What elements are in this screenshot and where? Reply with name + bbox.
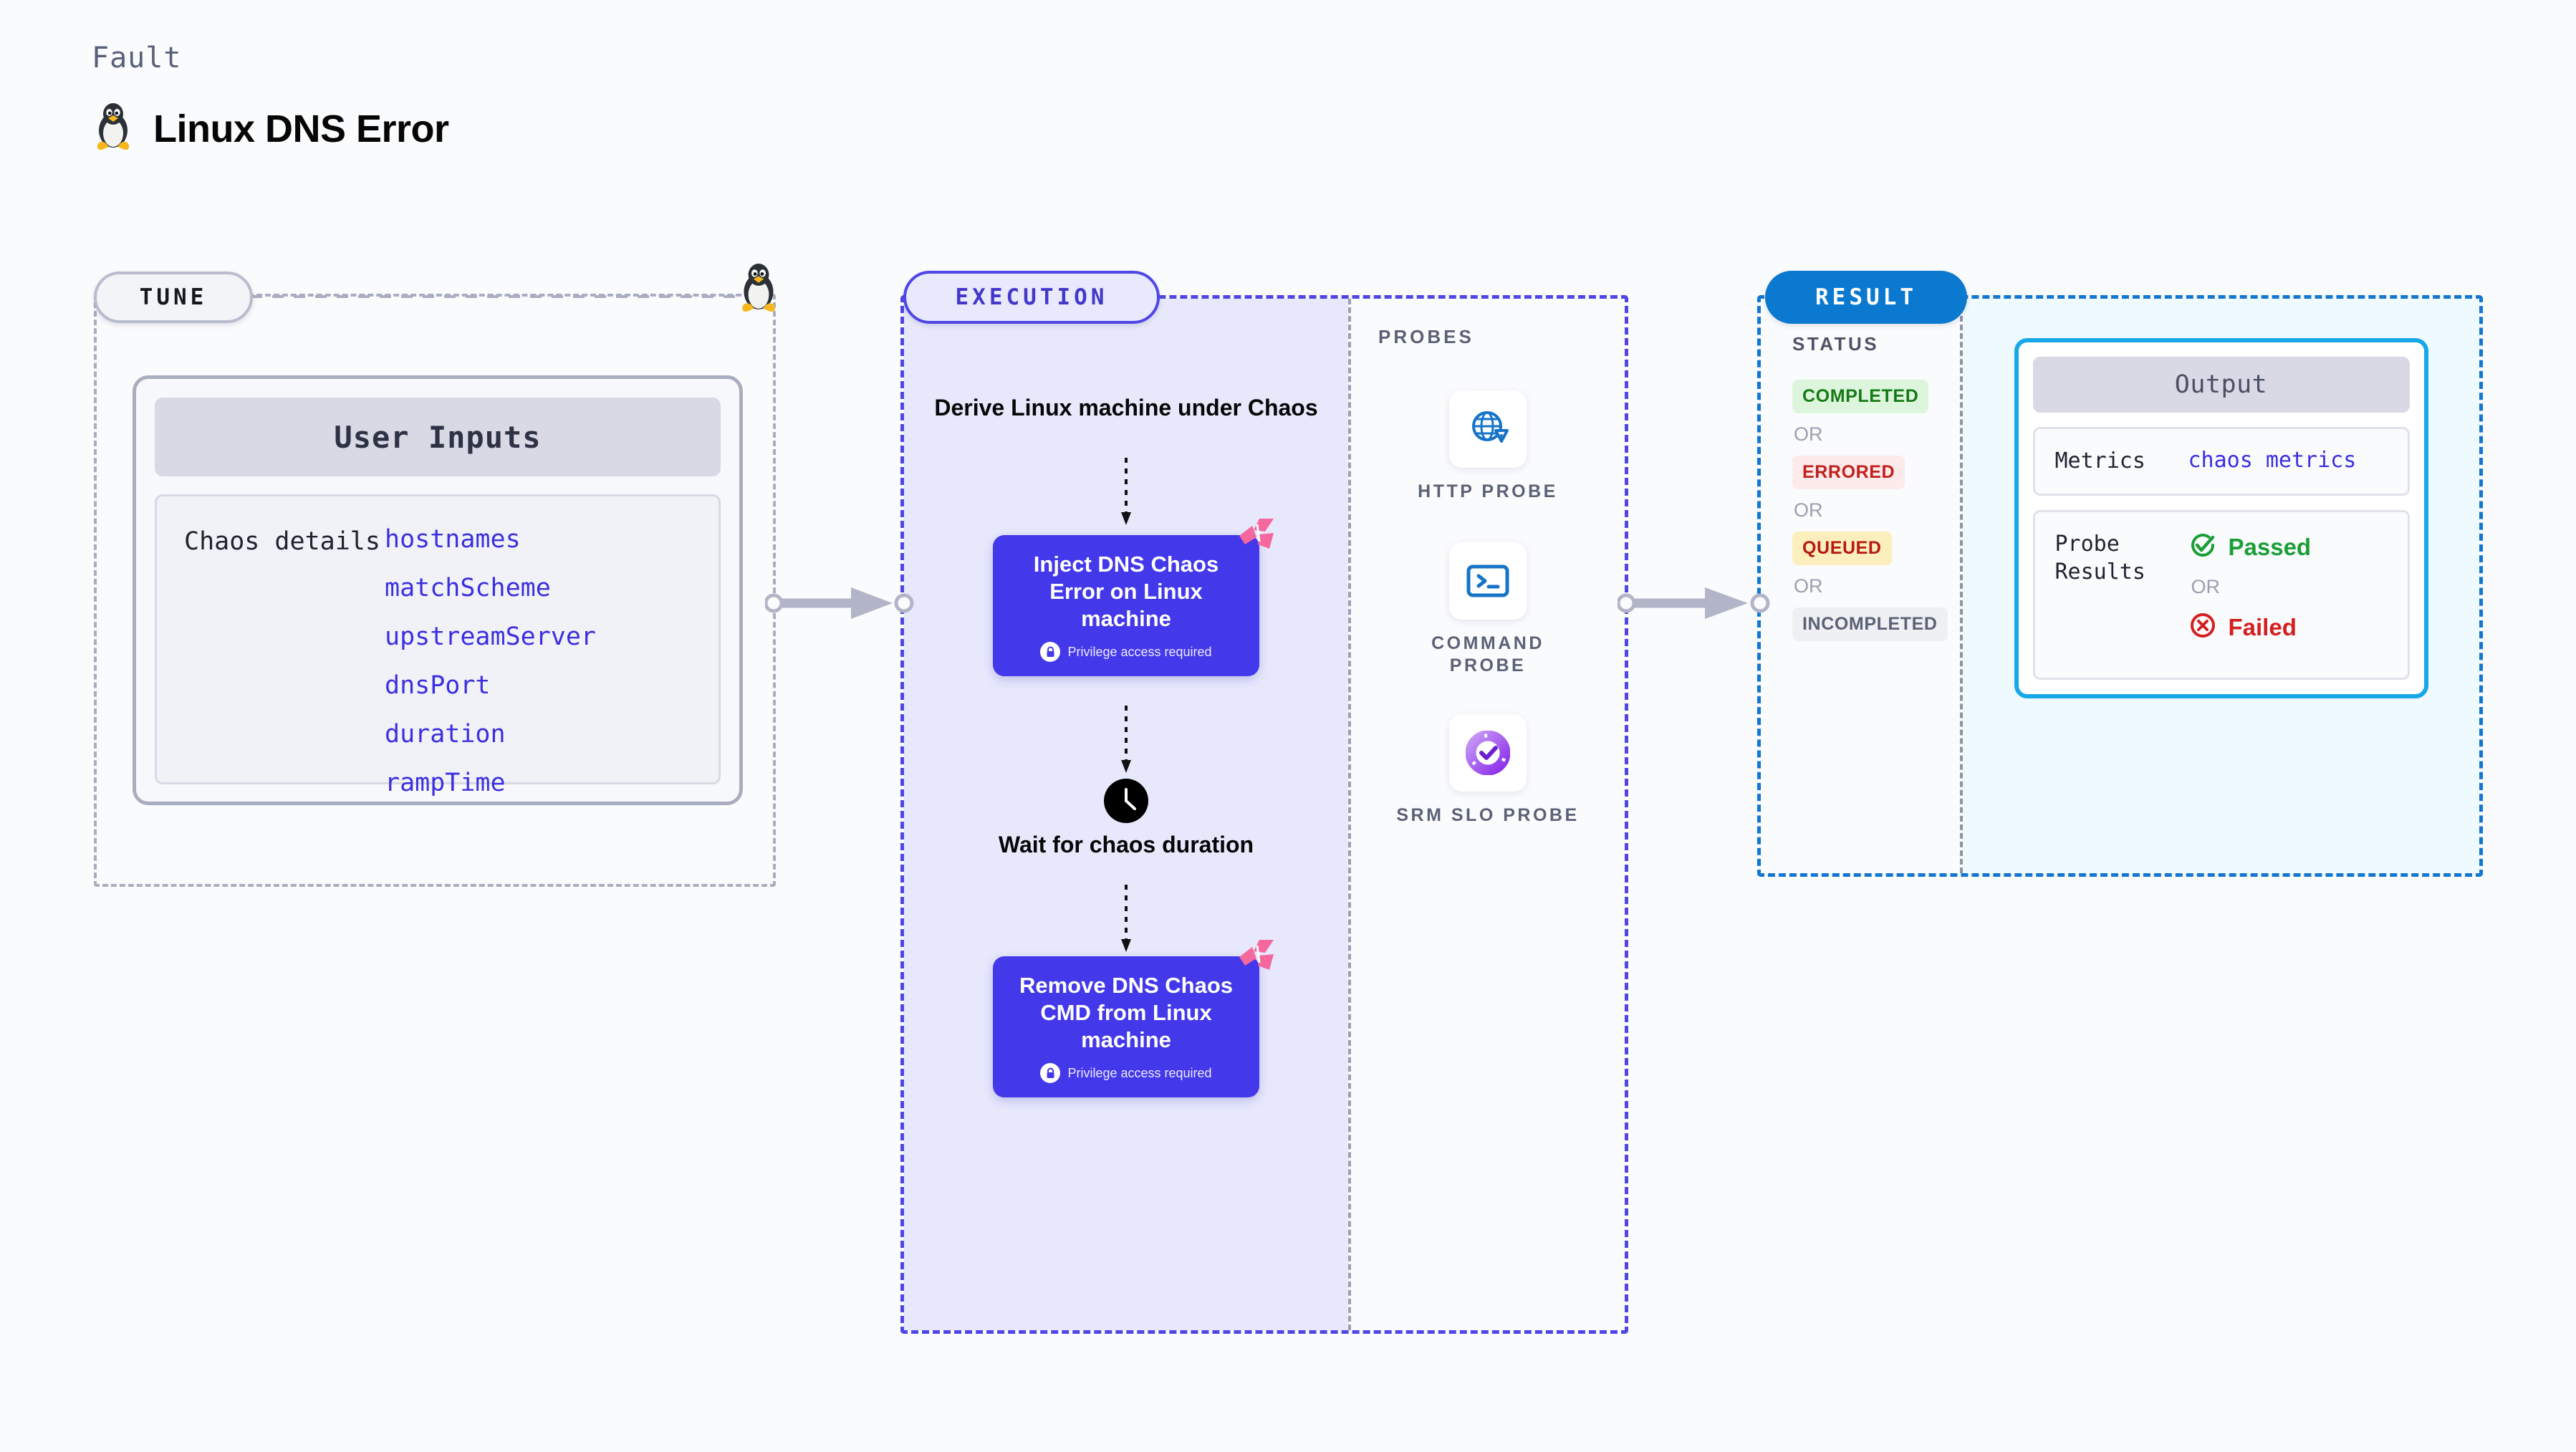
chaos-param[interactable]: dnsPort bbox=[385, 671, 491, 700]
probes-column: PROBES HTTP PROBE bbox=[1348, 299, 1625, 1330]
verdict-failed: Failed bbox=[2188, 611, 2312, 643]
clock-icon bbox=[1104, 779, 1148, 827]
chaos-param[interactable]: matchScheme bbox=[385, 574, 551, 602]
verdict-passed-text: Passed bbox=[2228, 533, 2312, 560]
output-region: Output Metrics chaos metrics Probe Resul… bbox=[1963, 299, 2479, 873]
slo-donut-check-icon bbox=[1449, 714, 1527, 792]
status-badge-incompleted: INCOMPLETED bbox=[1792, 607, 1948, 641]
chaos-param[interactable]: rampTime bbox=[385, 769, 506, 797]
tune-panel: User Inputs Chaos details hostnames matc… bbox=[94, 294, 776, 887]
metrics-value[interactable]: chaos metrics bbox=[2188, 448, 2357, 473]
chaos-param-list: hostnames matchScheme upstreamServer dns… bbox=[385, 525, 597, 797]
privilege-text: Privilege access required bbox=[1067, 1065, 1212, 1080]
flow-arrow-icon bbox=[1121, 458, 1131, 525]
chaos-step-title: Inject DNS Chaos Error on Linux machine bbox=[1033, 552, 1219, 631]
result-panel: STATUS COMPLETED OR ERRORED OR QUEUED OR… bbox=[1757, 295, 2483, 877]
status-badge-queued: QUEUED bbox=[1792, 532, 1892, 565]
derive-step-label: Derive Linux machine under Chaos bbox=[934, 395, 1318, 420]
verdict-passed: Passed bbox=[2188, 531, 2312, 563]
privilege-text: Privilege access required bbox=[1067, 644, 1212, 659]
tux-penguin-icon bbox=[92, 102, 135, 155]
tux-penguin-icon bbox=[736, 262, 781, 317]
connector-tune-to-execution bbox=[765, 587, 914, 619]
lock-icon bbox=[1040, 1063, 1061, 1084]
chaos-step-title: Remove DNS Chaos CMD from Linux machine bbox=[1019, 973, 1234, 1052]
x-circle-icon bbox=[2188, 611, 2217, 643]
status-list: COMPLETED OR ERRORED OR QUEUED OR INCOMP… bbox=[1792, 380, 1960, 641]
chaos-step-inject[interactable]: Inject DNS Chaos Error on Linux machine … bbox=[993, 519, 1274, 677]
harness-logo-icon bbox=[1238, 938, 1275, 978]
status-title: STATUS bbox=[1792, 333, 1880, 355]
harness-logo-icon bbox=[1238, 517, 1275, 557]
metrics-row: Metrics chaos metrics bbox=[2032, 427, 2410, 496]
privilege-note: Privilege access required bbox=[1006, 642, 1246, 663]
probe-label: HTTP PROBE bbox=[1418, 481, 1558, 501]
status-column: STATUS COMPLETED OR ERRORED OR QUEUED OR… bbox=[1761, 299, 1963, 873]
or-separator: OR bbox=[1794, 575, 1823, 597]
title-row: Linux DNS Error bbox=[92, 102, 449, 155]
status-badge-errored: ERRORED bbox=[1792, 456, 1905, 489]
page-header: Fault Linux DNS Error bbox=[92, 42, 449, 155]
chaos-details-box: Chaos details hostnames matchScheme upst… bbox=[155, 494, 721, 797]
stage-badge-tune[interactable]: TUNE bbox=[94, 271, 253, 323]
eyebrow-label: Fault bbox=[92, 42, 182, 74]
stage-badge-result[interactable]: RESULT bbox=[1765, 271, 1967, 324]
probes-title: PROBES bbox=[1378, 326, 1474, 347]
chaos-details-label: Chaos details bbox=[184, 527, 380, 556]
user-inputs-title: User Inputs bbox=[155, 398, 721, 476]
flow-arrow-icon bbox=[1121, 885, 1131, 952]
stage-badge-execution[interactable]: EXECUTION bbox=[903, 271, 1160, 324]
connector-execution-to-result bbox=[1618, 587, 1770, 619]
metrics-label: Metrics bbox=[2054, 448, 2145, 473]
output-card: Output Metrics chaos metrics Probe Resul… bbox=[2014, 338, 2428, 699]
probe-label: COMMAND PROBE bbox=[1431, 633, 1544, 676]
privilege-note: Privilege access required bbox=[1006, 1063, 1246, 1084]
chaos-step-remove[interactable]: Remove DNS Chaos CMD from Linux machine … bbox=[993, 940, 1274, 1098]
probe-item-command[interactable]: COMMAND PROBE bbox=[1395, 542, 1581, 678]
chaos-param[interactable]: upstreamServer bbox=[385, 622, 597, 651]
terminal-icon bbox=[1449, 542, 1527, 620]
or-separator: OR bbox=[2191, 576, 2221, 598]
probe-results-label: Probe Results bbox=[2054, 532, 2145, 585]
page-title: Linux DNS Error bbox=[153, 107, 449, 150]
wait-step-label: Wait for chaos duration bbox=[998, 832, 1254, 857]
verdict-failed-text: Failed bbox=[2228, 613, 2297, 640]
probe-item-http[interactable]: HTTP PROBE bbox=[1395, 390, 1581, 503]
user-inputs-card: User Inputs Chaos details hostnames matc… bbox=[133, 375, 743, 805]
tune-dashed-connector bbox=[251, 295, 745, 298]
check-circle-icon bbox=[2188, 531, 2217, 563]
probe-item-srm-slo[interactable]: SRM SLO PROBE bbox=[1395, 714, 1581, 827]
status-badge-completed: COMPLETED bbox=[1792, 380, 1929, 413]
probe-label: SRM SLO PROBE bbox=[1396, 805, 1580, 825]
or-separator: OR bbox=[1794, 423, 1823, 445]
execution-steps: Derive Linux machine under Chaos Inject … bbox=[904, 299, 1348, 1330]
globe-warning-icon bbox=[1449, 390, 1527, 468]
chaos-param[interactable]: hostnames bbox=[385, 525, 521, 554]
probe-verdicts: Passed OR Failed bbox=[2188, 531, 2312, 643]
execution-panel: Derive Linux machine under Chaos Inject … bbox=[900, 295, 1628, 1334]
flow-arrow-icon bbox=[1121, 706, 1131, 773]
probe-results-row: Probe Results Passed OR bbox=[2032, 510, 2410, 681]
output-title: Output bbox=[2032, 357, 2410, 413]
lock-icon bbox=[1040, 642, 1061, 663]
chaos-param[interactable]: duration bbox=[385, 720, 506, 749]
or-separator: OR bbox=[1794, 499, 1823, 521]
